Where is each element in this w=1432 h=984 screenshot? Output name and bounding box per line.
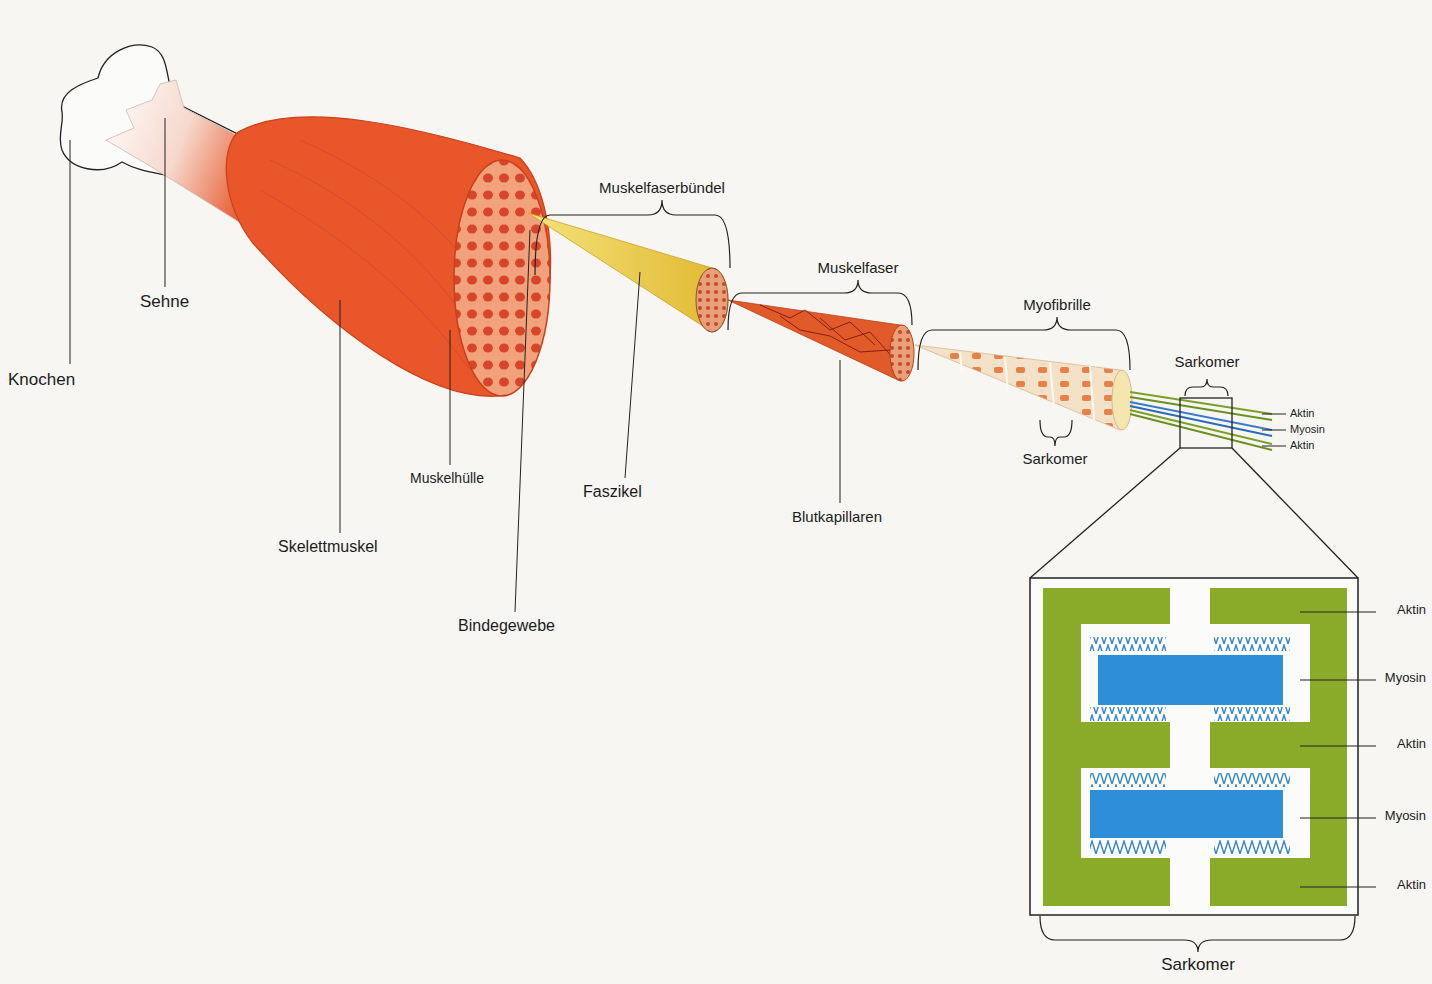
- myosin-bar: [1090, 790, 1283, 838]
- actin-block: [1210, 588, 1347, 624]
- brace: [535, 200, 730, 275]
- cross-bridge: [1090, 773, 1166, 787]
- part-label: Bindegewebe: [458, 617, 555, 635]
- actin-block: [1210, 858, 1347, 906]
- part-label: Myosin: [1290, 423, 1325, 436]
- leader-line: [70, 140, 71, 364]
- leader-lines: [1262, 414, 1286, 446]
- cross-bridge: [1090, 840, 1166, 854]
- leader-line: [1262, 446, 1286, 447]
- leader-line: [1300, 680, 1376, 681]
- actin-filament: [1130, 410, 1272, 444]
- cross-bridge: [1214, 773, 1290, 787]
- part-label: Sarkomer: [1161, 955, 1235, 975]
- brace: [1040, 916, 1355, 952]
- leader-line: [340, 300, 341, 533]
- brace: [918, 317, 1130, 370]
- actin-structure: [1043, 588, 1347, 906]
- myofibril-segments: [960, 352, 1094, 420]
- fascicle-end: [696, 268, 728, 332]
- leader-lines: [70, 118, 1376, 887]
- actin-block: [1043, 588, 1170, 624]
- cross-bridge: [1090, 707, 1166, 721]
- leader-line: [625, 272, 640, 478]
- leader-line: [1300, 818, 1376, 819]
- cross-bridge: [1090, 637, 1166, 651]
- cross-bridges: [1090, 637, 1290, 854]
- part-label: Muskelfaser: [818, 259, 899, 276]
- leader-line: [515, 230, 530, 612]
- muscle-fibre-end: [890, 325, 914, 381]
- cross-bridge: [1214, 637, 1290, 651]
- skeletal-muscle: [226, 117, 550, 396]
- myosin-structure: [1090, 655, 1283, 838]
- myofibril-cone: [915, 345, 1130, 430]
- leader-line: [450, 330, 451, 465]
- actin-block: [1043, 858, 1170, 906]
- muscle-cross-section: [454, 160, 550, 396]
- sarcomere-frame: [1180, 398, 1232, 448]
- part-label: Sehne: [140, 292, 189, 312]
- leader-line: [165, 118, 166, 287]
- part-label: Myofibrille: [1023, 296, 1091, 313]
- leader-line: [1300, 612, 1376, 613]
- part-label: Aktin: [1397, 878, 1426, 893]
- leader-line: [1262, 430, 1286, 431]
- leader-line: [840, 360, 841, 503]
- part-label: Myosin: [1385, 809, 1426, 824]
- part-label: Muskelfaserbündel: [599, 179, 725, 196]
- actin-block: [1210, 722, 1347, 768]
- braces: [535, 200, 1355, 952]
- brace: [1040, 420, 1072, 446]
- actin-filament: [1130, 414, 1272, 450]
- zoom-line: [1030, 448, 1180, 578]
- part-label: Sarkomer: [1174, 353, 1239, 370]
- part-label: Sarkomer: [1022, 450, 1087, 467]
- leader-line: [1262, 414, 1286, 415]
- brace: [728, 280, 912, 330]
- part-label: Aktin: [1290, 439, 1314, 452]
- actin-block: [1043, 722, 1170, 768]
- part-label: Aktin: [1290, 407, 1314, 420]
- blood-capillaries: [760, 305, 895, 360]
- leader-line: [1300, 887, 1376, 888]
- part-label: Knochen: [8, 370, 75, 390]
- part-label: Aktin: [1397, 737, 1426, 752]
- filaments: [1130, 392, 1272, 450]
- part-label: Faszikel: [583, 483, 642, 501]
- myosin-bar: [1098, 655, 1283, 705]
- fascicle-cone: [528, 213, 728, 332]
- zoom-line: [1232, 448, 1358, 578]
- part-label: Myosin: [1385, 671, 1426, 686]
- cross-bridge: [1214, 707, 1290, 721]
- part-label: Aktin: [1397, 603, 1426, 618]
- part-label: Skelettmuskel: [278, 538, 378, 556]
- leader-line: [1300, 746, 1376, 747]
- myofibril-end: [1112, 370, 1132, 430]
- part-label: Blutkapillaren: [792, 508, 882, 525]
- muscle-fibre-cone: [728, 300, 912, 381]
- brace: [1185, 379, 1228, 396]
- cross-bridge: [1214, 840, 1290, 854]
- part-label: Muskelhülle: [410, 470, 484, 486]
